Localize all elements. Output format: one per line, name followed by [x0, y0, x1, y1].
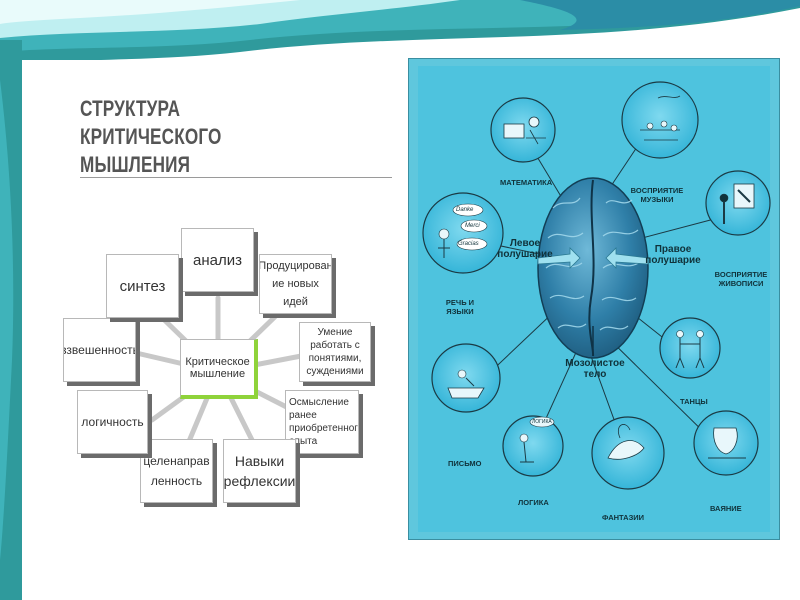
node-reflection: Навыки рефлексии — [223, 439, 296, 503]
node-weighing-label: взвешенность — [63, 343, 136, 357]
corpus-callosum-label: Мозолистое тело — [565, 358, 625, 380]
node-center: Критическое мышление — [180, 339, 258, 399]
label-math: МАТЕМАТИКА — [500, 178, 553, 187]
circle-fantasy — [591, 416, 665, 490]
node-reflection-label: Навыки рефлексии — [223, 453, 296, 489]
node-logic-label: логичность — [81, 415, 144, 429]
circle-speech — [422, 192, 504, 274]
bubble-merci: Merci — [465, 223, 480, 229]
node-ideas-label: Продуцирован ие новых идей — [259, 260, 332, 308]
label-fantasy: ФАНТАЗИИ — [602, 513, 645, 522]
node-analiz-label: анализ — [193, 251, 242, 269]
bubble-logic: ЛОГИКА — [532, 419, 552, 425]
label-music: ВОСПРИЯТИЕ МУЗЫКИ — [630, 186, 684, 204]
left-hemisphere-label: Левое полушарие — [497, 238, 553, 260]
node-analiz: анализ — [181, 228, 254, 292]
brain-diagram — [422, 81, 771, 490]
node-experience-label: Осмысление ранее приобретенного опыта — [289, 397, 359, 447]
slide-left-wave — [0, 40, 22, 600]
node-weighing: взвешенность — [63, 318, 136, 382]
circle-sculpture — [693, 410, 759, 476]
right-hemisphere-label: Правое полушарие — [645, 244, 701, 266]
slide-header-wave — [0, 0, 800, 75]
circle-math — [490, 97, 556, 163]
node-synthesis: синтез — [106, 254, 179, 318]
label-logic: ЛОГИКА — [518, 498, 549, 507]
node-purpose: целенаправ ленность — [140, 439, 213, 503]
circle-dance — [659, 317, 721, 379]
circle-writing — [431, 343, 501, 413]
circle-painting — [705, 170, 771, 236]
label-dance: ТАНЦЫ — [680, 397, 708, 406]
title-underline — [80, 177, 392, 178]
structure-connectors — [129, 295, 325, 463]
circle-logic — [502, 415, 564, 477]
label-painting: ВОСПРИЯТИЕ ЖИВОПИСИ — [714, 270, 768, 288]
center-label: Критическое мышление — [185, 355, 250, 380]
node-purpose-label: целенаправ ленность — [143, 454, 210, 488]
node-experience: Осмысление ранее приобретенного опыта — [285, 390, 359, 454]
node-logic: логичность — [77, 390, 148, 454]
label-sculpture: ВАЯНИЕ — [710, 504, 742, 513]
brain-icon — [537, 177, 649, 359]
node-synthesis-label: синтез — [119, 277, 166, 295]
node-concepts-label: Умение работать с понятиями, суждениями — [306, 327, 364, 377]
node-concepts: Умение работать с понятиями, суждениями — [299, 322, 371, 382]
circle-music — [621, 81, 699, 159]
node-ideas: Продуцирован ие новых идей — [259, 254, 332, 314]
label-speech: РЕЧЬ И ЯЗЫКИ — [445, 298, 475, 316]
bubble-danke: Danke — [456, 207, 474, 213]
structure-title: СТРУКТУРА КРИТИЧЕСКОГО МЫШЛЕНИЯ — [80, 96, 222, 177]
bubble-gracias: Gracias — [458, 241, 479, 247]
label-writing: ПИСЬМО — [448, 459, 482, 468]
